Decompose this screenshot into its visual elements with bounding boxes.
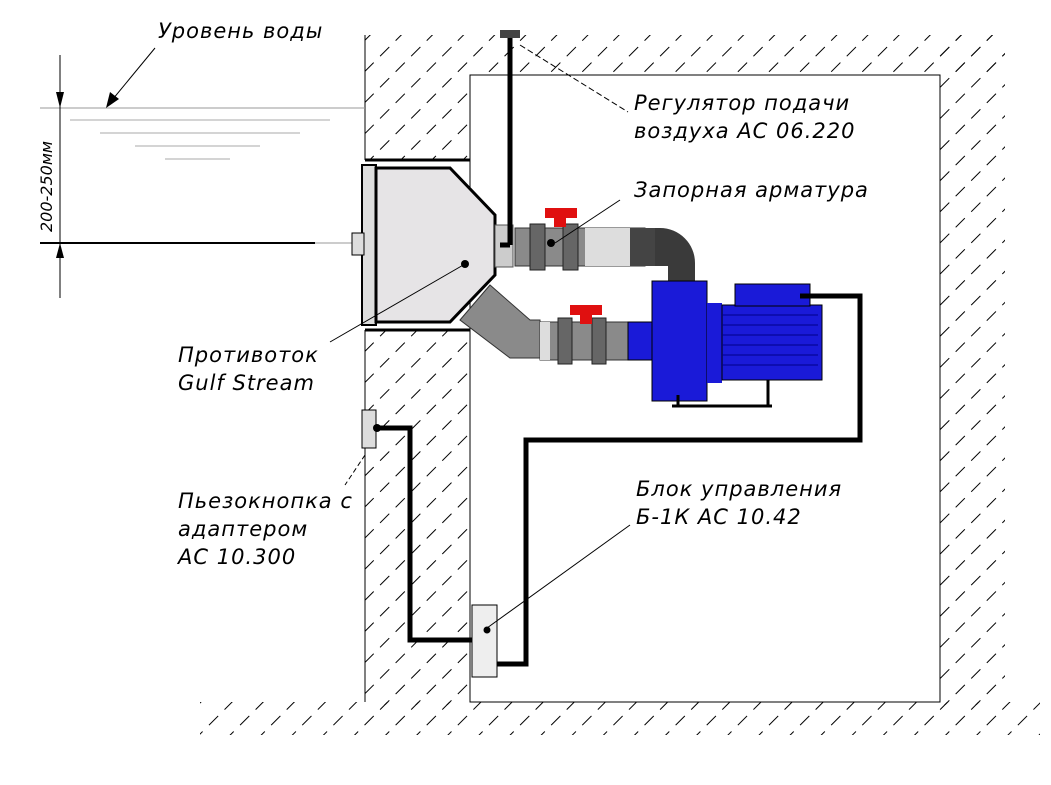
label-valves: Запорная арматура bbox=[634, 178, 869, 202]
piezo-button bbox=[344, 409, 381, 486]
label-piezo-2: адаптером bbox=[178, 517, 308, 541]
valve-handle-icon bbox=[570, 305, 602, 324]
control-block bbox=[471, 524, 631, 678]
label-air-regulator-1: Регулятор подачи bbox=[634, 91, 850, 115]
label-water-level: Уровень воды bbox=[158, 19, 323, 43]
concrete-wall bbox=[200, 35, 1040, 735]
label-control-1: Блок управления bbox=[636, 477, 842, 501]
air-regulator bbox=[500, 30, 629, 248]
label-piezo-3: АС 10.300 bbox=[176, 545, 296, 569]
label-piezo-1: Пьезокнопка с bbox=[178, 489, 353, 513]
pump bbox=[627, 280, 823, 408]
valve-handle-icon bbox=[545, 208, 577, 227]
water-level bbox=[40, 47, 430, 298]
label-counterflow-1: Противоток bbox=[178, 343, 319, 367]
upper-pipe bbox=[514, 199, 695, 282]
power-cable bbox=[380, 293, 863, 667]
label-control-2: Б-1К АС 10.42 bbox=[636, 505, 802, 529]
label-depth: 200-250мм bbox=[37, 141, 56, 232]
label-counterflow-2: Gulf Stream bbox=[178, 371, 315, 395]
label-air-regulator-2: воздуха АС 06.220 bbox=[634, 119, 856, 143]
